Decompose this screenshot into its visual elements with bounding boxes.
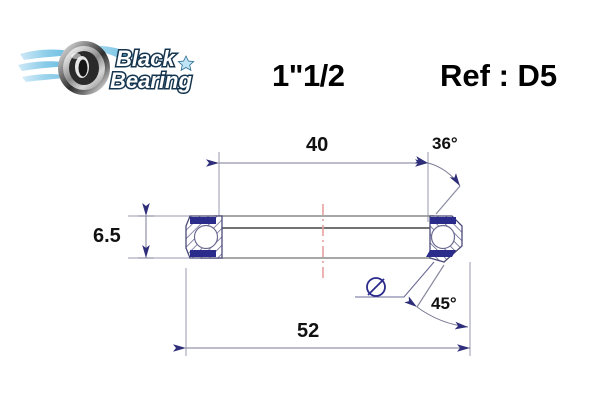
bearing-seal-left-bottom: [190, 250, 216, 257]
bearing-seal-right-top: [430, 217, 456, 224]
bearing-seal-right-bottom: [426, 250, 456, 257]
logo-wordmark: Black Bearing: [109, 45, 195, 95]
dimension-label-40: 40: [306, 134, 329, 156]
dimension-6-5: [138, 203, 154, 259]
page-title-size: 1"1/2: [272, 58, 345, 93]
brand-logo: Black Bearing: [18, 38, 218, 100]
bearing-race-right: [426, 215, 463, 263]
logo-bearing-ring-icon: [58, 41, 110, 95]
bearing-ball-right: [430, 224, 456, 250]
dimension-label-36-degrees: 36°: [432, 134, 458, 153]
logo-star-icon: [177, 55, 195, 72]
dimension-label-45-degrees: 45°: [431, 294, 457, 313]
page-title-reference: Ref : D5: [440, 58, 558, 93]
logo-line2: Bearing: [110, 68, 192, 93]
angle-36-leader: [414, 156, 461, 215]
dimension-label-6-5: 6.5: [93, 225, 121, 247]
bearing-body: [185, 204, 463, 282]
logo-line1: Black: [116, 46, 176, 71]
dimension-label-52: 52: [297, 320, 320, 342]
angle-45-leader: [404, 264, 469, 330]
bearing-seal-left-top: [190, 217, 216, 224]
bearing-outer-edges: [200, 215, 440, 259]
bearing-ball-left: [193, 224, 219, 250]
black-bearing-logo-icon: Black Bearing: [18, 41, 195, 95]
diameter-leader: [355, 261, 435, 298]
bearing-race-left: [185, 215, 223, 259]
diameter-symbol-icon: [366, 277, 386, 297]
